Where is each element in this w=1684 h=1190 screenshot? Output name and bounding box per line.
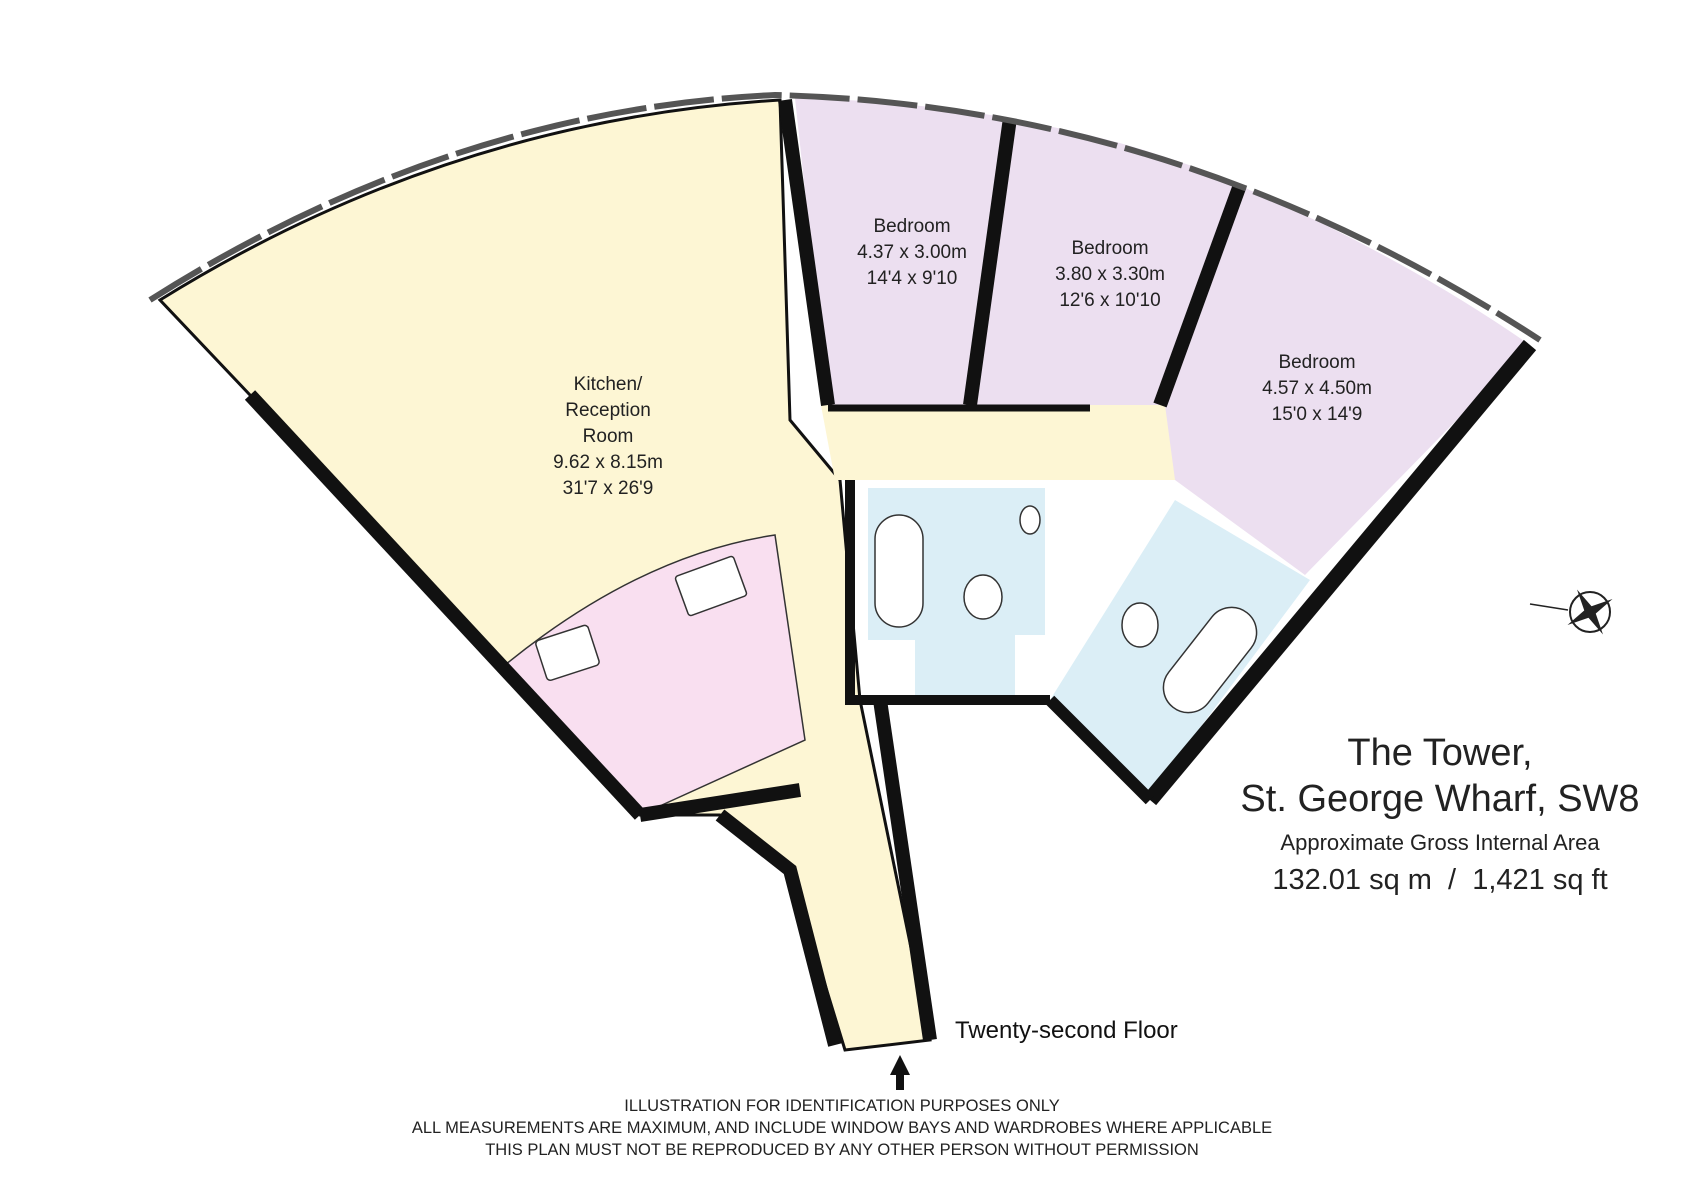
- property-info: The Tower, St. George Wharf, SW8 Approxi…: [1210, 730, 1670, 900]
- partition-bed2-bed3: [1153, 182, 1247, 408]
- reception-metric: 9.62 x 8.15m: [553, 452, 663, 473]
- bedroom-2-name: Bedroom: [1071, 238, 1148, 259]
- reception-imperial: 31'7 x 26'9: [563, 478, 654, 499]
- bedroom-1-imperial: 14'4 x 9'10: [867, 268, 958, 289]
- reception-name-3: Room: [583, 426, 634, 447]
- disclaimer-line-1: ILLUSTRATION FOR IDENTIFICATION PURPOSES…: [624, 1097, 1060, 1115]
- compass-rose-icon: [1529, 589, 1613, 635]
- reception-name-2: Reception: [565, 400, 651, 421]
- entrance-arrow-icon: [890, 1055, 910, 1090]
- disclaimer-line-2: ALL MEASUREMENTS ARE MAXIMUM, AND INCLUD…: [411, 1119, 1273, 1137]
- area-value: 132.01 sq m / 1,421 sq ft: [1272, 864, 1608, 896]
- bedroom-3-name: Bedroom: [1278, 352, 1355, 373]
- floor-label: Twenty-second Floor: [955, 1017, 1178, 1044]
- label-bedroom-1: Bedroom 4.37 x 3.00m 14'4 x 9'10: [857, 216, 967, 289]
- outer-left-wall: [244, 390, 646, 820]
- kitchen-bottom-wall: [638, 783, 802, 822]
- disclaimer-line-3: THIS PLAN MUST NOT BE REPRODUCED BY ANY …: [485, 1141, 1199, 1159]
- bath-2: [1162, 606, 1258, 714]
- label-bedroom-3: Bedroom 4.57 x 4.50m 15'0 x 14'9: [1262, 352, 1372, 425]
- bedroom-1-metric: 4.37 x 3.00m: [857, 242, 967, 263]
- bath-1: [874, 514, 924, 628]
- basin-1: [1019, 505, 1041, 535]
- partition-bed1-bed2: [963, 117, 1017, 406]
- hob-icon: [674, 555, 748, 617]
- wc-2: [1121, 602, 1159, 648]
- partition-bed1-left: [778, 99, 835, 406]
- bathrooms: [868, 488, 1310, 795]
- bedrooms: [795, 98, 1530, 575]
- area-label: Approximate Gross Internal Area: [1280, 830, 1600, 855]
- entry-left-wall: [715, 809, 842, 1047]
- sink-icon: [535, 624, 600, 682]
- walls: [244, 99, 1537, 1047]
- bedroom-3-imperial: 15'0 x 14'9: [1272, 404, 1363, 425]
- entry-right-wall: [873, 698, 937, 1042]
- label-bedroom-2: Bedroom 3.80 x 3.30m 12'6 x 10'10: [1055, 238, 1165, 311]
- bathroom-2-fill: [1050, 500, 1310, 795]
- bedroom-2-metric: 3.80 x 3.30m: [1055, 264, 1165, 285]
- facade-windows: [148, 91, 1542, 343]
- bedroom-3-fill: [1165, 188, 1530, 575]
- bath2-left-wall: [1045, 695, 1155, 805]
- core-block: [845, 480, 1050, 705]
- reception-name-1: Kitchen/: [574, 374, 643, 395]
- label-reception: Kitchen/ Reception Room 9.62 x 8.15m 31'…: [553, 374, 663, 499]
- outer-right-wall: [1143, 339, 1537, 806]
- disclaimer: ILLUSTRATION FOR IDENTIFICATION PURPOSES…: [0, 1095, 1684, 1161]
- property-address: St. George Wharf, SW8: [1240, 778, 1640, 820]
- bedroom-3-metric: 4.57 x 4.50m: [1262, 378, 1372, 399]
- bedroom-2-fill: [975, 120, 1240, 405]
- bedroom-1-fill: [795, 98, 1010, 405]
- bedroom-1-name: Bedroom: [873, 216, 950, 237]
- bedroom-2-imperial: 12'6 x 10'10: [1059, 290, 1160, 311]
- property-name: The Tower,: [1347, 732, 1533, 774]
- hallway-fill: [820, 400, 1175, 480]
- wc-1: [963, 574, 1003, 620]
